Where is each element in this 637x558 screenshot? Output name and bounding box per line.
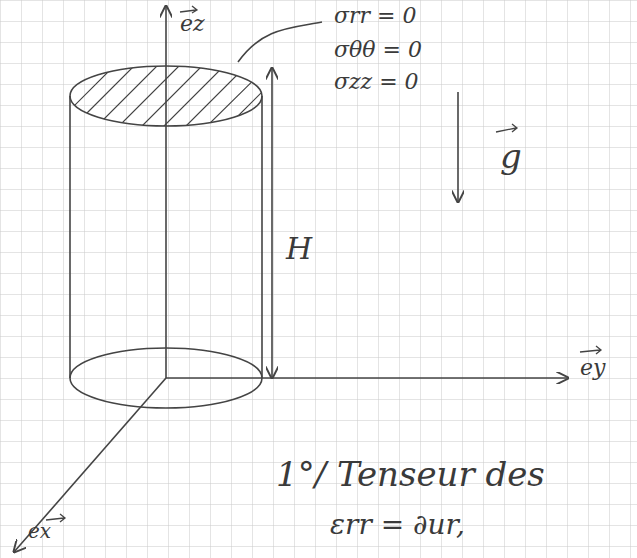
z-axis: [165, 6, 167, 378]
equation-note: εrr = ∂ur,: [330, 510, 465, 541]
height-dimension: [271, 68, 273, 378]
cylinder-side: [69, 96, 71, 378]
heading-note: 1°/ Tenseur des: [276, 456, 545, 493]
axis-label: ex: [28, 520, 51, 542]
vector-mark: [496, 124, 517, 132]
dimension-label: H: [286, 232, 312, 265]
hatching: [50, 55, 280, 130]
boundary-condition: σzz = 0: [334, 70, 419, 94]
leader-line: [238, 22, 322, 62]
boundary-condition: σrr = 0: [334, 4, 416, 28]
gravity-arrow: [457, 92, 459, 202]
y-axis: [166, 377, 568, 379]
gravity-label: g: [500, 138, 522, 175]
axis-label: ez: [180, 12, 205, 36]
cylinder-side: [261, 96, 263, 378]
boundary-condition: σθθ = 0: [334, 38, 422, 62]
axis-label: ey: [580, 356, 605, 380]
vector-mark: [580, 346, 601, 354]
x-axis: [14, 378, 166, 552]
